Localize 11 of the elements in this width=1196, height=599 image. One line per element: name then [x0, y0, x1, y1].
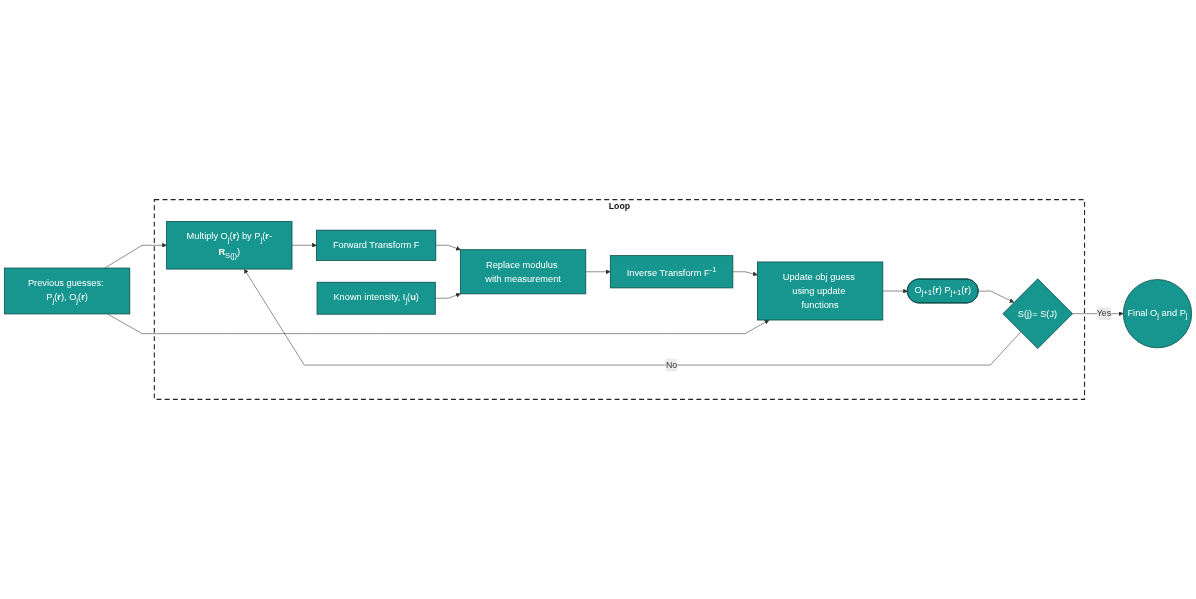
- node-diamond: S(j)= S(J): [1002, 278, 1073, 349]
- node-circle: Final O$_{j}$ and P$_{j}$: [1122, 279, 1193, 349]
- node-box: Forward Transform F: [316, 229, 437, 261]
- edge-label: No: [666, 360, 678, 370]
- node-box: Known intensity, I$_{j}$(u): [316, 281, 436, 315]
- edge-label: Yes: [1096, 308, 1112, 319]
- node-box: Replace modulus with measurement: [459, 249, 587, 295]
- node-box: Previous guesses: P$_{j}$(r), O$_{j}$(r): [3, 267, 131, 315]
- node-box: Multiply O$_{j}$(r) by P$_{j}$(r-R$_{S(j)}$): [166, 221, 293, 270]
- node-box: Update obj guess using update functions: [756, 261, 884, 321]
- node-box: Inverse Transform F$^{-1}$: [609, 255, 734, 289]
